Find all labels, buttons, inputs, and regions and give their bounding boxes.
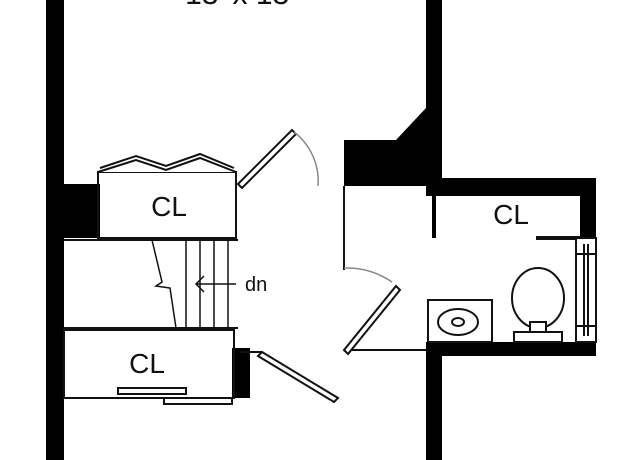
staircase bbox=[151, 239, 236, 329]
sliding-door-panel bbox=[117, 387, 187, 395]
wall-center-upper bbox=[426, 0, 442, 192]
wall-bath-bottom bbox=[426, 342, 596, 356]
wall-chimney-corner bbox=[344, 108, 426, 186]
wall-bath-top bbox=[426, 178, 594, 196]
wall-lower-notch bbox=[232, 348, 250, 398]
walls bbox=[46, 0, 596, 460]
wall-closet-divider bbox=[432, 196, 436, 238]
room-dimensions: 13' x 13' bbox=[185, 0, 295, 11]
bath-window bbox=[575, 237, 597, 343]
toilet-tank bbox=[513, 331, 563, 343]
window-frame bbox=[575, 237, 597, 343]
stairs-direction-label: dn bbox=[245, 274, 267, 296]
bifold-door bbox=[97, 152, 237, 173]
hall-doors bbox=[236, 128, 402, 404]
door-lower-leaf bbox=[256, 350, 340, 404]
closet-lower-label: CL bbox=[129, 348, 165, 379]
closet-bath-label: CL bbox=[493, 199, 529, 230]
door-upper-leaf bbox=[236, 128, 298, 190]
wall-left-outer bbox=[46, 0, 64, 460]
sliding-door-panel bbox=[163, 397, 233, 405]
toilet-bowl bbox=[511, 267, 565, 329]
door-hall-swing bbox=[343, 267, 393, 283]
interior-lines bbox=[63, 171, 582, 399]
wall-bath-right bbox=[580, 178, 596, 238]
stair-break-line bbox=[151, 239, 177, 329]
door-hall-leaf bbox=[342, 284, 402, 356]
wall-left-notch bbox=[60, 184, 100, 238]
stair-arrow-head bbox=[194, 275, 205, 293]
toilet bbox=[511, 267, 565, 343]
bifold-door-panels bbox=[97, 156, 237, 173]
wall-center-lower bbox=[426, 346, 442, 460]
door-upper-swing bbox=[293, 131, 319, 187]
sliding-doors bbox=[117, 387, 233, 405]
closet-upper-label: CL bbox=[151, 191, 187, 222]
closet-lower-box bbox=[63, 329, 235, 399]
sink bbox=[427, 299, 493, 343]
